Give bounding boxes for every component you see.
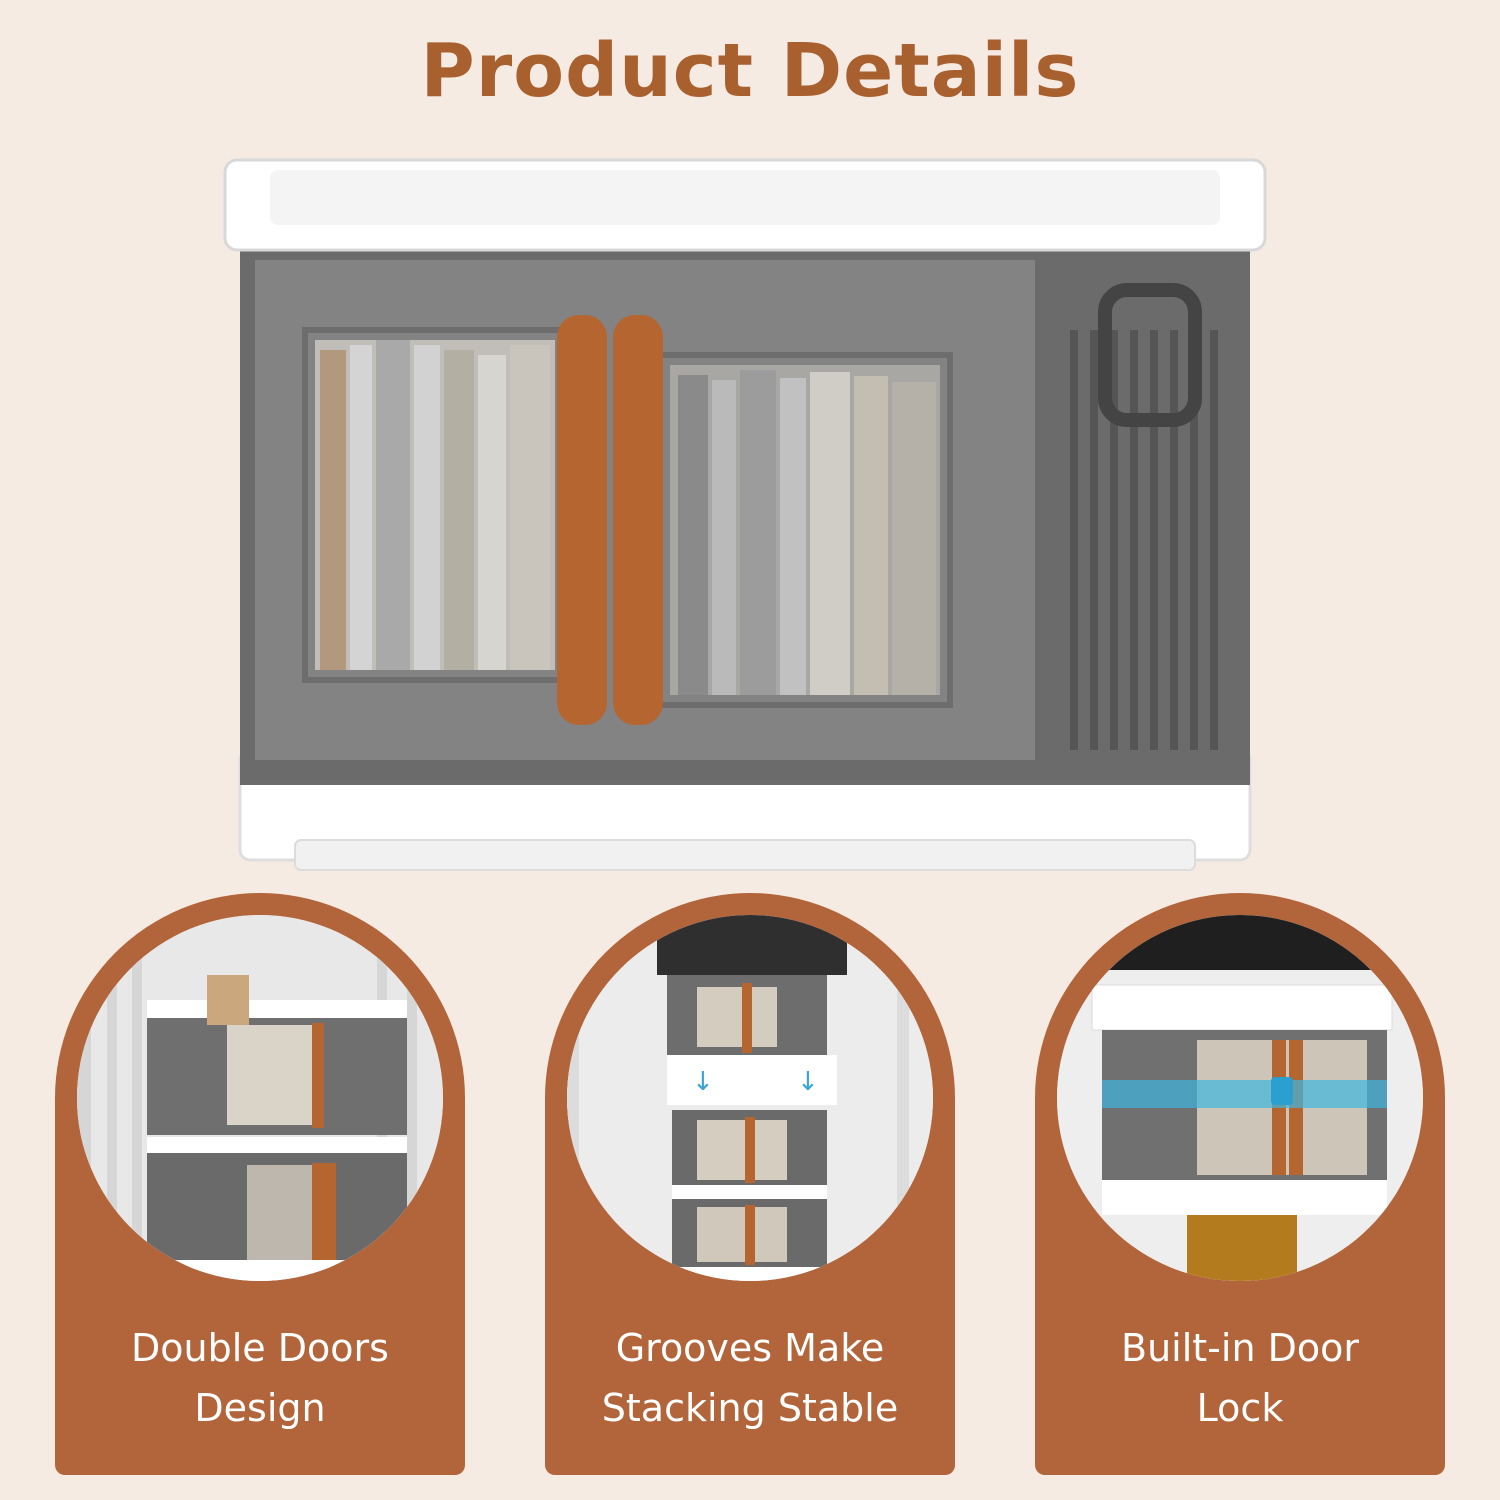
svg-text:↓: ↓ [692,1067,714,1097]
svg-text:↓: ↓ [797,1067,819,1097]
double-doors-photo [77,915,443,1281]
page-title: Product Details [420,28,1080,114]
product-hero-image [200,140,1300,900]
feature-label-line2: Design [194,1386,326,1430]
feature-label-line2: Lock [1196,1386,1284,1430]
door-lock-photo [1057,915,1423,1281]
feature-card-door-lock: Built-in Door Lock [1035,893,1445,1475]
feature-label-line1: Grooves Make [615,1326,885,1370]
feature-card-double-doors: Double Doors Design [55,893,465,1475]
feature-label-line2: Stacking Stable [601,1386,899,1430]
feature-card-stacking: ↓ ↓ Grooves Make Stacking Stable [545,893,955,1475]
stacking-photo: ↓ ↓ [567,915,933,1281]
feature-label-line1: Double Doors [131,1326,389,1370]
feature-label-line1: Built-in Door [1121,1326,1359,1370]
